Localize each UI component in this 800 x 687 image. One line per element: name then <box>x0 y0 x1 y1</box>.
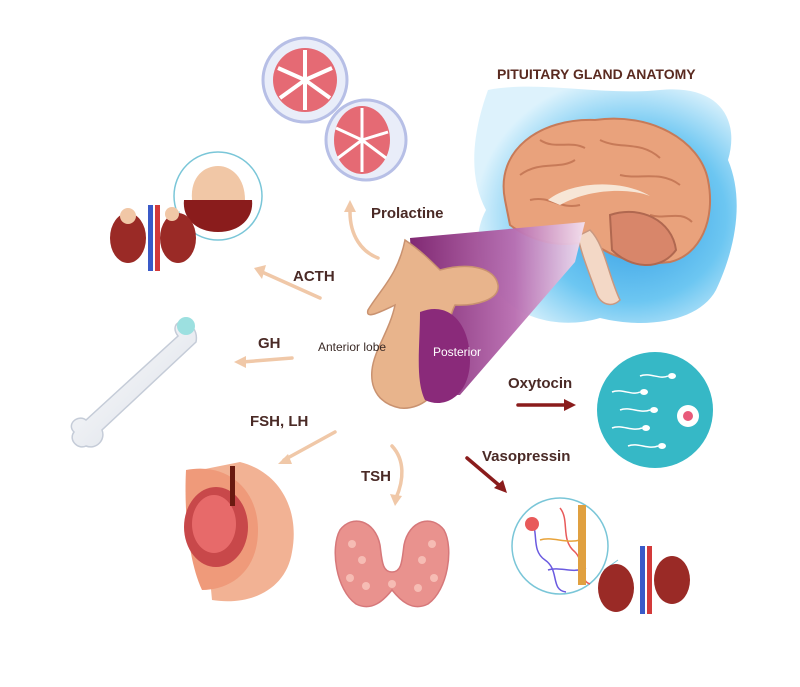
label-vasopressin: Vasopressin <box>482 448 571 465</box>
arrow-vasopressin <box>465 456 502 488</box>
label-fsh-lh: FSH, LH <box>250 413 309 430</box>
adrenal-kidney-icon <box>110 151 263 271</box>
label-anterior-lobe: Anterior lobe <box>318 340 387 354</box>
label-acth: ACTH <box>293 268 335 285</box>
diagram-title: PITUITARY GLAND ANATOMY <box>497 66 696 82</box>
label-tsh: TSH <box>361 468 391 485</box>
pituitary-gland-icon <box>366 238 499 409</box>
arrow-gh <box>240 356 294 364</box>
label-prolactine: Prolactine <box>371 205 444 222</box>
bone-icon <box>70 317 198 448</box>
sperm-cells-icon <box>597 352 713 468</box>
brain-icon <box>502 117 712 306</box>
label-posterior: Posterior <box>433 345 482 359</box>
mammary-gland-icon <box>261 36 408 182</box>
nephron-kidney-icon <box>511 497 690 614</box>
uterus-ovary-icon <box>184 462 294 602</box>
arrow-acth <box>260 270 322 300</box>
arrow-prolactine <box>348 210 380 260</box>
arrow-tsh <box>390 444 404 500</box>
thyroid-icon <box>334 520 450 608</box>
label-oxytocin: Oxytocin <box>508 375 573 392</box>
label-gh: GH <box>258 335 281 352</box>
arrow-fsh <box>282 430 337 462</box>
